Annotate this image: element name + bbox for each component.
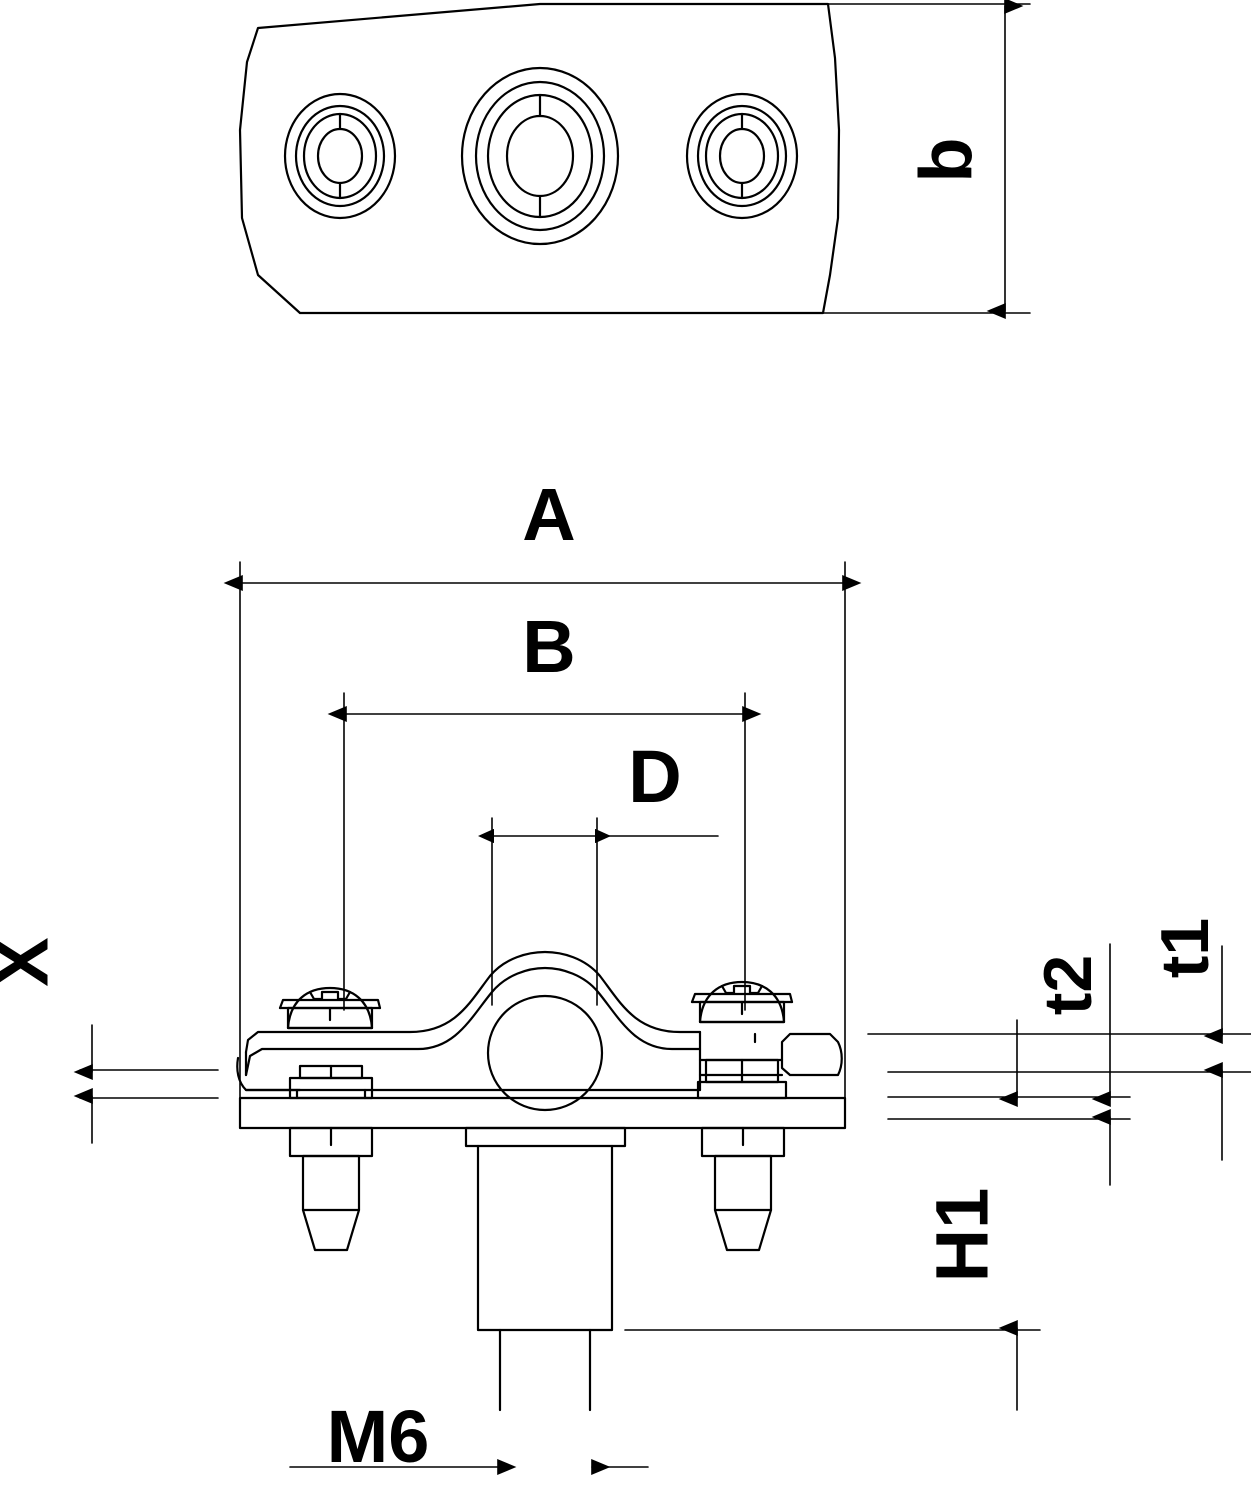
label-D: D [628, 735, 681, 818]
label-b: b [905, 137, 988, 182]
top-view-hole-right [685, 92, 799, 220]
top-view [238, 0, 1031, 319]
base-plate [238, 1096, 847, 1130]
screw-left [278, 986, 382, 1252]
front-view [236, 950, 847, 1412]
label-X: X [0, 937, 64, 986]
label-t2: t2 [1030, 955, 1106, 1015]
dimension-b [572, 0, 1031, 319]
clamp-saddle-band [236, 950, 702, 1092]
dimension-X [73, 1024, 219, 1144]
conductor-circle [486, 994, 604, 1112]
dimension-A [223, 561, 862, 1099]
label-A: A [522, 473, 575, 556]
dimension-H1 [624, 1019, 1041, 1411]
threaded-stem-m6 [464, 1126, 627, 1412]
screw-right [690, 980, 794, 1252]
dimension-B [327, 692, 762, 1011]
dimension-D [478, 817, 719, 1006]
label-B: B [522, 605, 575, 688]
top-view-hole-center [460, 66, 620, 246]
label-M6: M6 [327, 1395, 430, 1478]
top-view-outline [238, 2, 841, 315]
label-H1: H1 [921, 1188, 1004, 1283]
label-t1: t1 [1147, 918, 1223, 978]
clamp-saddle-right-end [698, 1032, 843, 1077]
top-view-hole-left [283, 92, 397, 220]
